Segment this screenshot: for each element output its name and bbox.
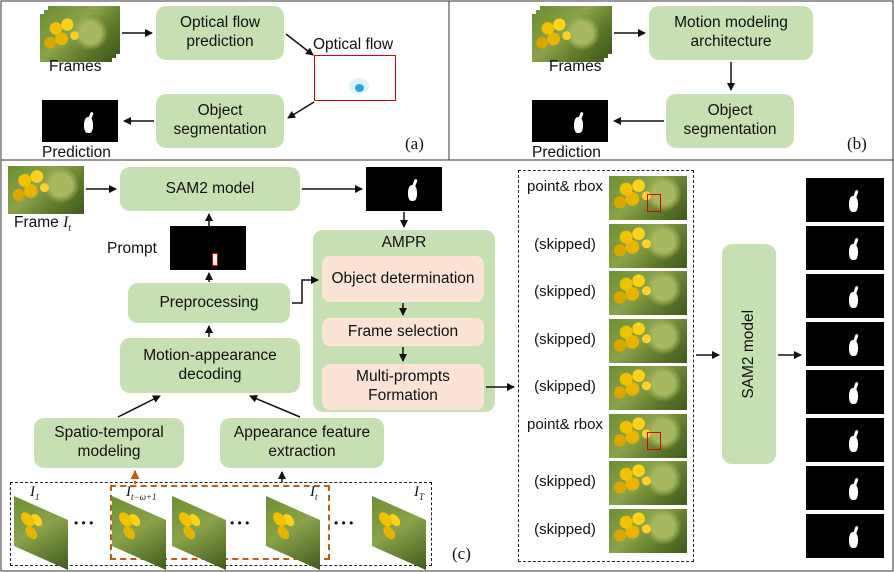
frame-list-image [609,366,687,410]
frame-list-label: (skipped) [534,283,596,300]
frame-it-label: Frame It [14,214,72,235]
optical-flow-image [314,55,396,101]
frame-list-label: (skipped) [534,330,596,348]
motion-appearance-decoding-box: Motion-appearance decoding [120,338,300,393]
arrow-image-to-seg [287,101,315,119]
frame-list-image [609,223,687,268]
appearance-feature-extraction-box: Appearance feature extraction [220,418,384,468]
frame-list-image [609,271,687,315]
sam2-model-top-box: SAM2 model [120,167,300,211]
output-mask [806,514,884,558]
spatio-temporal-modeling-box: Spatio-temporal modeling [34,418,184,468]
frame-list-container [518,170,694,562]
seq-dots-2: • • • [230,516,250,530]
prediction-mask-b [532,100,608,142]
panel-label-b: (b) [847,134,867,153]
frames-label-b: Frames [549,58,602,75]
frame-list-label: point& rbox [527,178,603,195]
output-mask [806,178,884,222]
seq-label-window-start: It−ω+1 [126,484,157,502]
prompt-label: Prompt [107,240,157,257]
frames-stack-b [532,6,612,62]
multi-prompts-formation-box: Multi-prompts Formation [322,364,484,410]
seq-label-1: I1 [30,484,40,502]
frame-list-label: (skipped) [534,378,596,395]
frame-list-image [609,413,687,458]
frame-list-label: point& rbox [527,415,603,433]
frames-label-a: Frames [49,58,102,75]
frame-it-image [8,166,84,214]
prediction-mask-a [42,100,118,142]
prompt-image [170,226,246,270]
ampr-title: AMPR [381,234,427,251]
output-mask [806,226,884,270]
seq-label-T: IT [414,484,425,502]
motion-modeling-box: Motion modeling architecture [649,6,813,60]
frame-list-label: (skipped) [534,235,596,253]
arrow-st-to-decode [117,395,161,418]
frame-list-image [609,461,687,505]
object-segmentation-box-a: Object segmentation [156,94,284,148]
optical-flow-prediction-box: Optical flow prediction [156,6,284,60]
seq-label-t: It [310,484,318,502]
prediction-label-a: Prediction [42,144,111,161]
arrow-flow-to-image [285,33,314,56]
frames-stack-a [40,6,120,62]
seq-dots-3: • • • [334,516,354,530]
frame-list-label: (skipped) [534,473,596,490]
rbox-marker [647,194,661,212]
output-mask [806,274,884,318]
frame-list-image [609,176,687,220]
frame-list-image [609,508,687,553]
object-determination-box: Object determination [322,256,484,302]
optical-flow-label: Optical flow [313,36,394,53]
output-mask [806,466,884,510]
panel-label-c: (c) [452,544,471,563]
sam2-output-mask [366,167,442,211]
sam2-model-right-box: SAM2 model [722,244,776,464]
preprocessing-box: Preprocessing [128,283,290,323]
frame-list-label: (skipped) [534,520,596,538]
arrow-pre-to-ampr [292,276,319,304]
output-mask [806,418,884,462]
prediction-label-b: Prediction [532,144,601,161]
output-mask [806,370,884,414]
panel-label-a: (a) [405,134,424,153]
seq-dots-1: • • • [74,516,94,530]
arrow-af-to-decode [249,395,301,418]
object-segmentation-box-b: Object segmentation [666,94,794,148]
frame-selection-box: Frame selection [322,318,484,346]
rbox-marker [647,431,661,450]
frame-list-image [609,318,687,363]
output-mask [806,322,884,366]
